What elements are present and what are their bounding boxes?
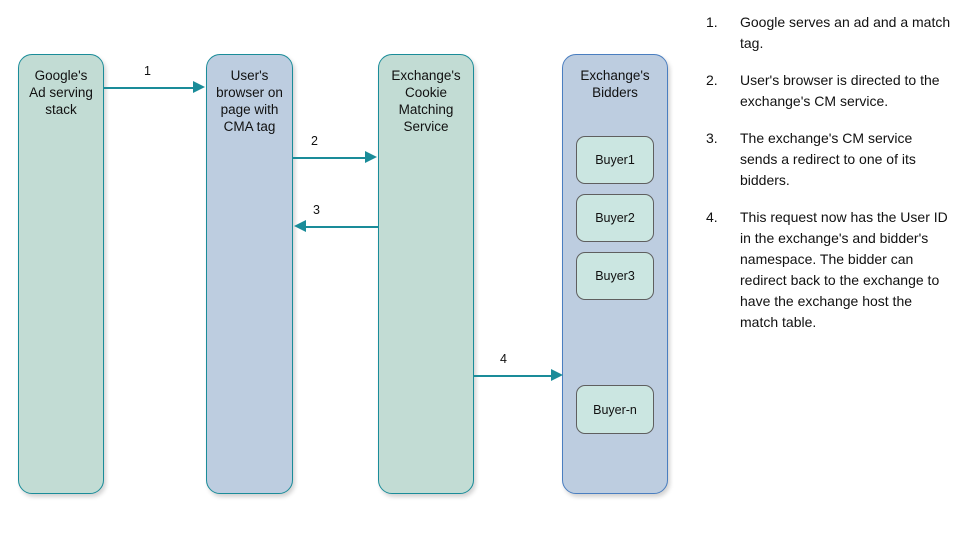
arrow-4-label: 4 [500, 352, 507, 366]
arrow-2-head-icon [365, 151, 377, 163]
lane-exchange-cookie-matching-service[interactable]: Exchange's Cookie Matching Service [378, 54, 474, 494]
buyer-label-buyer2: Buyer2 [595, 211, 635, 225]
arrow-1-label: 1 [144, 64, 151, 78]
lane-label-exchange-cookie-matching-service: Exchange's Cookie Matching Service [391, 68, 461, 134]
lane-user-browser[interactable]: User's browser on page with CMA tag [206, 54, 293, 494]
buyer-box-buyer-n[interactable]: Buyer-n [576, 385, 654, 434]
step-number-3: 3. [706, 130, 718, 146]
step-text-4: This request now has the User ID in the … [740, 209, 948, 330]
step-text-2: User's browser is directed to the exchan… [740, 72, 940, 109]
step-text-1: Google serves an ad and a match tag. [740, 14, 951, 51]
step-number-4: 4. [706, 209, 718, 225]
arrow-2-line [293, 157, 366, 159]
buyer-label-buyer3: Buyer3 [595, 269, 635, 283]
step-item-1: 1. Google serves an ad and a match tag. [706, 12, 952, 54]
arrow-2-label: 2 [311, 134, 318, 148]
buyer-box-buyer1[interactable]: Buyer1 [576, 136, 654, 184]
lane-label-user-browser: User's browser on page with CMA tag [216, 68, 283, 134]
step-item-3: 3. The exchange's CM service sends a red… [706, 128, 952, 191]
lane-google-ad-serving-stack[interactable]: Google's Ad serving stack [18, 54, 104, 494]
arrow-3-head-icon [294, 220, 306, 232]
buyer-label-buyer1: Buyer1 [595, 153, 635, 167]
step-item-2: 2. User's browser is directed to the exc… [706, 70, 952, 112]
step-number-2: 2. [706, 72, 718, 88]
lane-label-google-ad-serving-stack: Google's Ad serving stack [29, 68, 93, 117]
lane-label-exchange-bidders: Exchange's Bidders [580, 68, 650, 100]
arrow-4-head-icon [551, 369, 563, 381]
arrow-1-head-icon [193, 81, 205, 93]
step-number-1: 1. [706, 14, 718, 30]
steps-list: 1. Google serves an ad and a match tag. … [706, 12, 952, 349]
step-item-4: 4. This request now has the User ID in t… [706, 207, 952, 333]
arrow-4-line [474, 375, 552, 377]
buyer-box-buyer2[interactable]: Buyer2 [576, 194, 654, 242]
arrow-3-line [306, 226, 378, 228]
arrow-3-label: 3 [313, 203, 320, 217]
step-text-3: The exchange's CM service sends a redire… [740, 130, 916, 188]
buyer-box-buyer3[interactable]: Buyer3 [576, 252, 654, 300]
arrow-1-line [104, 87, 194, 89]
buyer-label-buyer-n: Buyer-n [593, 402, 637, 417]
